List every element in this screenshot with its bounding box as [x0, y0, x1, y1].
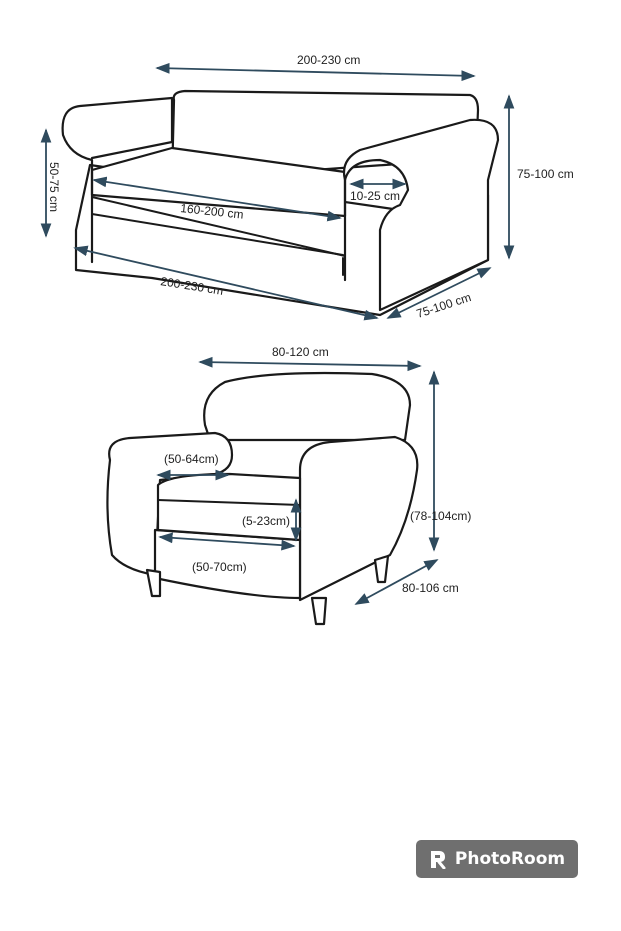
photoroom-watermark-badge: PhotoRoom — [416, 840, 578, 878]
armchair-right-arm — [298, 435, 419, 602]
photoroom-label: PhotoRoom — [454, 849, 566, 869]
armchair-height-label: (78-104cm) — [410, 509, 471, 523]
photoroom-logo-icon — [430, 851, 446, 869]
armchair-leg-right — [373, 554, 390, 584]
sofa-width-top-label: 200-230 cm — [297, 53, 360, 67]
sofa-dimension-arrows — [40, 62, 515, 321]
sofa-arm-height-label: 50-75 cm — [47, 162, 61, 212]
armchair-leg-front — [310, 596, 328, 626]
armchair-drawing — [106, 371, 419, 626]
armchair-seat-cushion — [156, 472, 302, 542]
armchair-seat-width-label: (50-70cm) — [192, 560, 247, 574]
sofa-drawing — [61, 89, 500, 317]
sofa-depth-label: 75-100 cm — [415, 290, 473, 321]
sofa-right-arm — [342, 118, 500, 312]
armchair-width-label: 80-120 cm — [272, 345, 329, 359]
armchair-depth-label: 80-106 cm — [402, 581, 459, 595]
sofa-seat-width-label: 160-200 cm — [180, 201, 244, 222]
sofa-height-label: 75-100 cm — [517, 167, 574, 181]
sofa-left-arm — [61, 96, 174, 264]
armchair-cushion-label: (5-23cm) — [242, 514, 290, 528]
sofa-arm-width-label: 10-25 cm — [350, 189, 400, 203]
armchair-leg-left — [145, 568, 162, 598]
armchair-back — [203, 371, 412, 442]
armchair-dimension-arrows — [156, 356, 440, 605]
armchair-seat-depth-label: (50-64cm) — [164, 452, 219, 466]
